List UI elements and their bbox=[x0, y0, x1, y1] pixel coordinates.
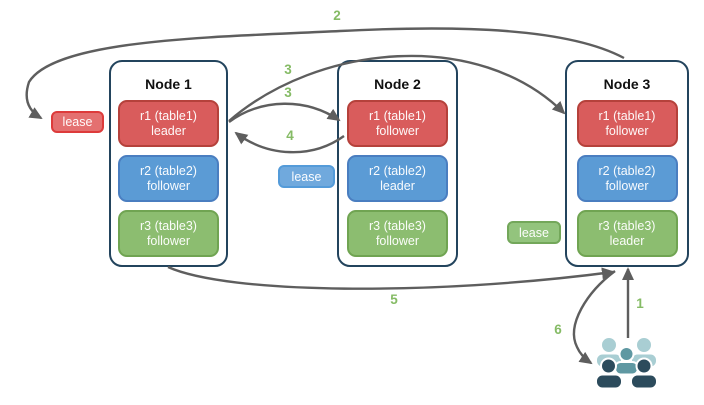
replica-role: follower bbox=[605, 178, 649, 193]
node-2-title: Node 2 bbox=[374, 76, 421, 92]
replica-name: r1 (table1) bbox=[369, 108, 426, 123]
replica-name: r2 (table2) bbox=[369, 163, 426, 178]
replica-role: follower bbox=[146, 178, 191, 193]
replica-name: r2 (table2) bbox=[598, 163, 656, 178]
replica-role: follower bbox=[375, 233, 420, 248]
arrow-step-3-to-node2 bbox=[228, 102, 341, 123]
node-3-replica-r3: r3 (table3) leader bbox=[576, 210, 678, 257]
node-3: Node 3 r1 (table1) follower r2 (table2) … bbox=[565, 60, 689, 267]
users-group-icon bbox=[595, 336, 658, 390]
arrow-step-6-client-response bbox=[572, 270, 616, 365]
step-label-3b: 3 bbox=[284, 85, 292, 100]
node-1-title: Node 1 bbox=[145, 76, 192, 92]
lease-badge-table3: lease bbox=[507, 221, 561, 244]
replica-name: r2 (table2) bbox=[140, 163, 197, 178]
replica-role: follower bbox=[375, 123, 420, 138]
replica-name: r3 (table3) bbox=[369, 218, 426, 233]
step-label-5: 5 bbox=[390, 292, 398, 307]
replica-role: leader bbox=[380, 178, 415, 193]
node-3-replica-r2: r2 (table2) follower bbox=[576, 155, 678, 202]
replica-role: leader bbox=[609, 233, 645, 248]
lease-badge-table2: lease bbox=[278, 165, 335, 188]
node-2: Node 2 r1 (table1) follower r2 (table2) … bbox=[337, 60, 458, 267]
step-label-6: 6 bbox=[554, 322, 562, 337]
node-3-replica-r1: r1 (table1) follower bbox=[576, 100, 678, 147]
step-label-3a: 3 bbox=[284, 62, 292, 77]
node-1-replica-r3: r3 (table3) follower bbox=[118, 210, 219, 257]
replica-name: r1 (table1) bbox=[140, 108, 197, 123]
replica-name: r1 (table1) bbox=[598, 108, 656, 123]
node-1-replica-r1: r1 (table1) leader bbox=[118, 100, 219, 147]
node-1: Node 1 r1 (table1) leader r2 (table2) fo… bbox=[109, 60, 228, 267]
lease-badge-table1: lease bbox=[51, 111, 104, 133]
step-label-1: 1 bbox=[636, 296, 644, 311]
replica-role: follower bbox=[146, 233, 191, 248]
node-3-title: Node 3 bbox=[603, 76, 651, 92]
replica-name: r3 (table3) bbox=[140, 218, 197, 233]
node-2-replica-r2: r2 (table2) leader bbox=[347, 155, 448, 202]
arrow-step-5 bbox=[167, 265, 615, 290]
node-2-replica-r3: r3 (table3) follower bbox=[347, 210, 448, 257]
node-1-replica-r2: r2 (table2) follower bbox=[118, 155, 219, 202]
node-2-replica-r1: r1 (table1) follower bbox=[347, 100, 448, 147]
step-label-4: 4 bbox=[286, 128, 294, 143]
replica-role: leader bbox=[151, 123, 186, 138]
step-label-2: 2 bbox=[333, 8, 341, 23]
replica-role: follower bbox=[605, 123, 649, 138]
replica-name: r3 (table3) bbox=[598, 218, 656, 233]
